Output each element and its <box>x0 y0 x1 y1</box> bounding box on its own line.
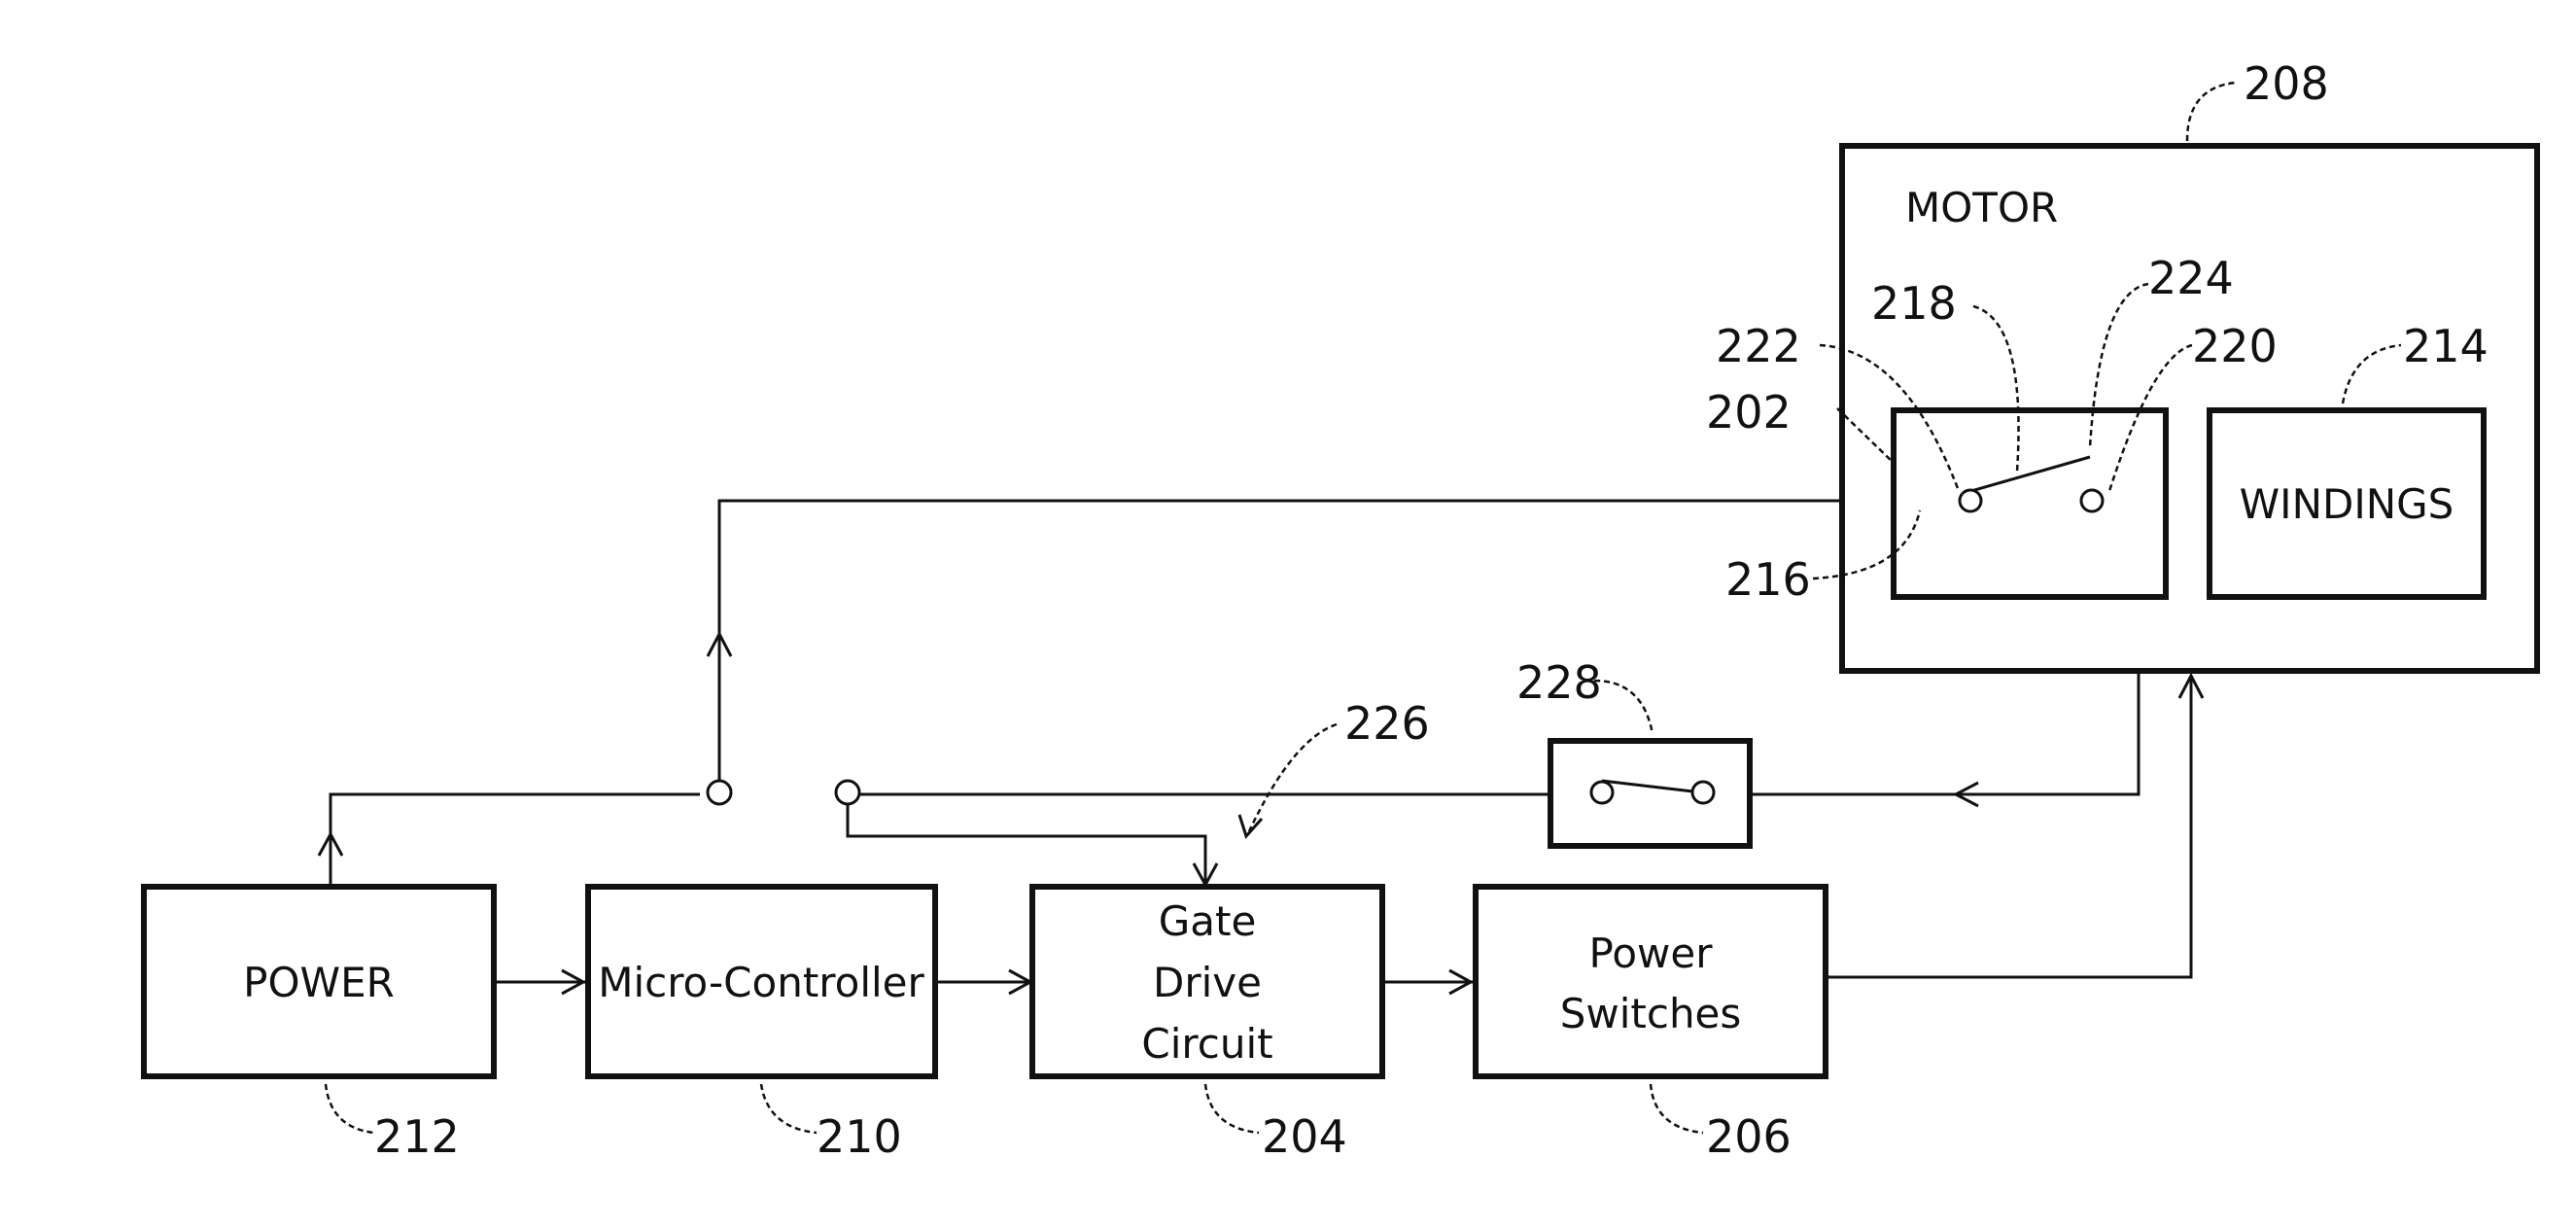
ref-226: 226 <box>1344 697 1430 750</box>
ref-224: 224 <box>2148 252 2234 304</box>
ref-210-leader <box>761 1084 817 1133</box>
external-switch-contact-left <box>1591 782 1613 803</box>
ref-210: 210 <box>817 1110 902 1163</box>
external-switch-contact-right <box>1692 782 1714 803</box>
gate-drive-circuit-block: Gate Drive Circuit <box>1032 887 1382 1076</box>
gate-drive-line-1: Gate <box>1159 897 1257 945</box>
gate-drive-line-2: Drive <box>1153 959 1262 1006</box>
power-label: POWER <box>243 959 395 1006</box>
node-to-gate-wire <box>848 794 1205 887</box>
gate-junction-node <box>836 781 859 804</box>
ref-214: 214 <box>2403 320 2489 372</box>
gate-drive-line-3: Circuit <box>1141 1020 1272 1068</box>
ref-212-leader <box>326 1084 374 1133</box>
power-junction-node <box>708 781 731 804</box>
power-switches-block: Power Switches <box>1476 887 1826 1076</box>
ref-206-leader <box>1651 1084 1703 1133</box>
ref-212: 212 <box>374 1110 460 1163</box>
ref-226-arrow <box>1239 815 1262 836</box>
ref-208: 208 <box>2244 57 2329 110</box>
windings-label: WINDINGS <box>2240 480 2454 528</box>
windings-block: WINDINGS <box>2210 410 2484 597</box>
motor-label: MOTOR <box>1905 184 2058 231</box>
switches-to-motor-wire <box>1826 676 2191 977</box>
sensor-contact-left <box>1960 490 1981 511</box>
ref-216: 216 <box>1725 553 1811 606</box>
ref-228: 228 <box>1516 656 1602 709</box>
ref-204: 204 <box>1262 1110 1347 1163</box>
ref-228-leader <box>1594 681 1653 734</box>
external-switch-block <box>1550 741 1750 846</box>
ref-226-leader <box>1249 724 1337 831</box>
power-switches-line-2: Switches <box>1560 990 1742 1037</box>
power-switches-line-1: Power <box>1589 930 1714 977</box>
ref-218: 218 <box>1871 277 1957 330</box>
micro-controller-block: Micro-Controller <box>588 887 935 1076</box>
ref-206: 206 <box>1706 1110 1792 1163</box>
ref-204-leader <box>1205 1084 1259 1133</box>
power-output-wire <box>331 794 700 887</box>
sensor-block <box>1894 410 2166 597</box>
ref-208-leader <box>2187 83 2236 141</box>
ref-222: 222 <box>1716 320 1801 372</box>
ref-220: 220 <box>2192 320 2278 372</box>
ref-202: 202 <box>1706 386 1792 439</box>
micro-controller-label: Micro-Controller <box>598 959 924 1006</box>
power-block: POWER <box>144 887 494 1076</box>
sensor-contact-right <box>2081 490 2103 511</box>
